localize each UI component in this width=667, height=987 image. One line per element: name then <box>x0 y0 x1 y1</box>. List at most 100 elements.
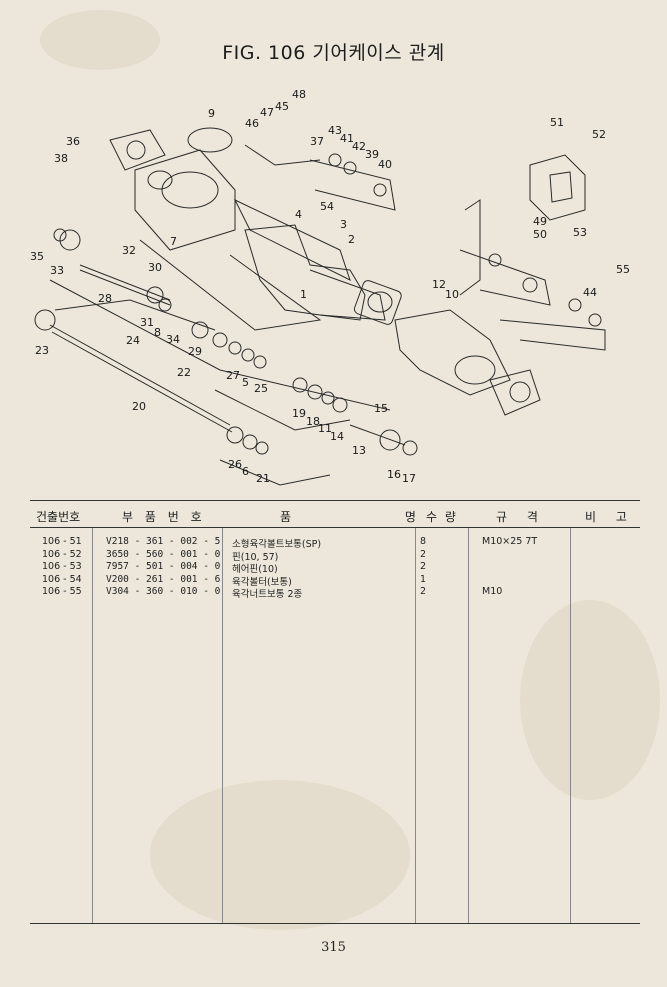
callout-label: 21 <box>256 472 270 485</box>
bracket-shape <box>529 154 586 221</box>
col-header-no: 건출번호 <box>36 510 81 524</box>
callout-label: 29 <box>188 345 202 358</box>
row-no: 106 - 52 <box>42 548 82 560</box>
row-part-name: 핀(10, 57) <box>232 551 279 563</box>
callout-label: 46 <box>245 117 259 130</box>
callout-label: 16 <box>387 468 401 481</box>
row-quantity: 1 <box>419 573 427 585</box>
housing-right-shape <box>394 309 511 396</box>
table-row: 106 - 54 V200 - 261 - 001 - 6 육각볼터(보통) 1 <box>30 573 640 588</box>
col-header-quantity: 수 량 <box>426 510 458 524</box>
row-part-name: 소형육각볼트보통(SP) <box>232 539 322 550</box>
callout-label: 2 <box>348 233 355 246</box>
table-bottom-rule <box>30 923 640 924</box>
callout-label: 40 <box>378 158 392 171</box>
callout-label: 15 <box>374 402 388 415</box>
callout-label: 10 <box>445 288 459 301</box>
callout-label: 31 <box>140 316 154 329</box>
callout-label: 18 <box>306 415 320 428</box>
callout-label: 51 <box>550 116 564 129</box>
callout-label: 45 <box>275 100 289 113</box>
callout-label: 4 <box>295 208 302 221</box>
callout-label: 26 <box>228 458 242 471</box>
callout-label: 11 <box>318 422 332 435</box>
housing-bore-shape <box>161 171 219 209</box>
row-part-name: 육각볼터(보통) <box>232 576 292 588</box>
callout-label: 44 <box>583 286 597 299</box>
page-number: 315 <box>321 940 346 955</box>
callout-label: 14 <box>330 430 344 443</box>
callout-label: 42 <box>352 140 366 153</box>
callout-label: 36 <box>66 135 80 148</box>
callout-label: 3 <box>340 218 347 231</box>
callout-label: 43 <box>328 124 342 137</box>
paper-stain <box>520 600 660 800</box>
callout-label: 1 <box>300 288 307 301</box>
row-no: 106 - 53 <box>42 561 82 572</box>
table-row: 106 - 53 7957 - 501 - 004 - 0 헤어핀(10) 2 <box>30 561 640 575</box>
callout-label: 12 <box>432 278 446 291</box>
callout-label: 34 <box>166 333 180 346</box>
row-part-number: 7957 - 501 - 004 - 0 <box>106 561 221 572</box>
row-part-number: V218 - 361 - 002 - 5 <box>106 536 221 547</box>
callout-label: 5 <box>242 376 249 389</box>
row-quantity: 2 <box>419 548 427 560</box>
callout-label: 27 <box>226 369 240 382</box>
row-part-name: 육각너트보통 2종 <box>232 589 303 600</box>
callout-label: 54 <box>320 200 334 213</box>
parts-table: 건출번호 부 품 번 호 품 명 수 량 규 격 비 고 106 - 51 V2… <box>30 500 640 925</box>
row-no: 106 - 54 <box>42 573 82 585</box>
callout-label: 28 <box>98 292 112 305</box>
callout-label: 8 <box>154 326 161 339</box>
callout-label: 38 <box>54 152 68 165</box>
row-quantity: 2 <box>419 586 427 597</box>
callout-label: 19 <box>292 407 306 420</box>
exploded-parts-diagram: 9 36 38 7 46 47 45 48 37 43 41 42 39 40 … <box>30 88 630 486</box>
callout-label: 47 <box>260 106 274 119</box>
table-top-rule <box>30 500 640 501</box>
col-header-spec: 규 격 <box>496 510 546 524</box>
callout-label: 17 <box>402 472 416 485</box>
callout-label: 50 <box>533 228 547 241</box>
page-title: FIG. 106 기어케이스 관계 <box>222 42 445 64</box>
callout-label: 49 <box>533 215 547 228</box>
callout-label: 39 <box>365 148 379 161</box>
callout-label: 35 <box>30 250 44 263</box>
housing-left-shape <box>134 149 236 251</box>
callout-label: 48 <box>292 88 306 101</box>
callout-label: 24 <box>126 334 140 347</box>
row-no: 106 - 55 <box>42 586 82 597</box>
callout-label: 30 <box>148 261 162 274</box>
table-header-rule <box>30 527 640 528</box>
table-row: 106 - 55 V304 - 360 - 010 - 0 육각너트보통 2종 … <box>30 586 640 600</box>
row-spec: M10 <box>482 586 503 597</box>
long-shaft-shape <box>49 324 231 426</box>
table-body: 106 - 51 V218 - 361 - 002 - 5 소형육각볼트보통(S… <box>30 536 640 600</box>
callout-label: 55 <box>616 263 630 276</box>
callout-label: 22 <box>177 366 191 379</box>
row-quantity: 8 <box>419 536 427 547</box>
callout-label: 9 <box>208 107 215 120</box>
callout-label: 13 <box>352 444 366 457</box>
paper-stain <box>150 780 410 930</box>
col-header-part-number: 부 품 번 호 <box>122 510 206 524</box>
callout-label: 20 <box>132 400 146 413</box>
gasket-shape <box>187 127 233 153</box>
row-part-number: 3650 - 560 - 001 - 0 <box>106 548 221 560</box>
callout-label: 33 <box>50 264 64 277</box>
table-row: 106 - 52 3650 - 560 - 001 - 0 핀(10, 57) … <box>30 548 640 563</box>
row-spec: M10×25 7T <box>482 536 538 547</box>
callout-label: 52 <box>592 128 606 141</box>
callout-label: 23 <box>35 344 49 357</box>
row-part-number: V200 - 261 - 001 - 6 <box>106 573 221 585</box>
col-header-part-name: 품 명 <box>280 510 471 524</box>
row-quantity: 2 <box>419 561 427 572</box>
callout-label: 32 <box>122 244 136 257</box>
callout-label: 7 <box>170 235 177 248</box>
diagram-callouts: 9 36 38 7 46 47 45 48 37 43 41 42 39 40 … <box>30 88 630 485</box>
callout-label: 25 <box>254 382 268 395</box>
table-row: 106 - 51 V218 - 361 - 002 - 5 소형육각볼트보통(S… <box>30 536 640 550</box>
paper-stain <box>40 10 160 70</box>
row-part-name: 헤어핀(10) <box>232 564 278 575</box>
